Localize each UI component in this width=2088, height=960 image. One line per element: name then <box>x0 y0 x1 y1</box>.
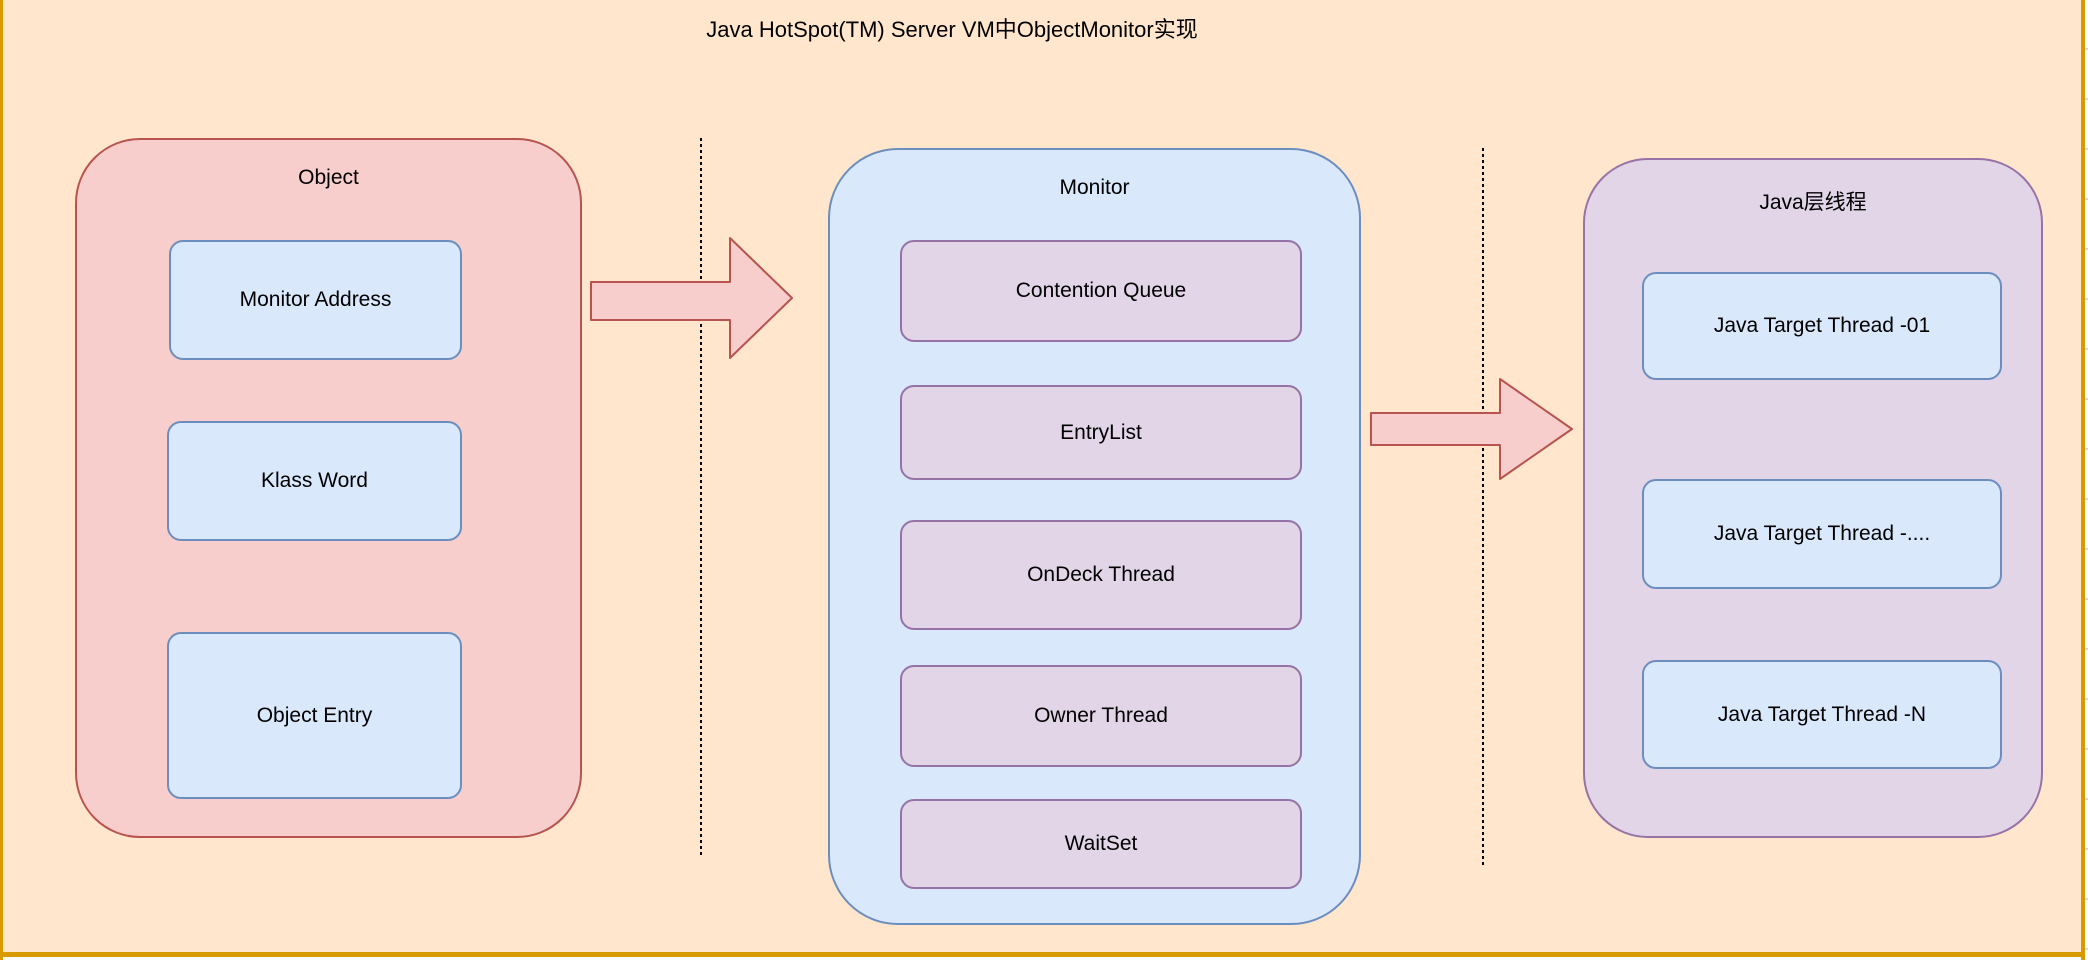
page-border-right <box>2081 0 2085 960</box>
node-java-target-thread-n[interactable]: Java Target Thread -N <box>1642 660 2002 769</box>
arrow-object-to-monitor-icon[interactable] <box>590 237 793 359</box>
canvas-gutter-bottom <box>0 957 2088 960</box>
node-java-target-thread-n-label: Java Target Thread -N <box>1717 702 1927 726</box>
group-java-layer-threads[interactable]: Java层线程 Java Target Thread -01 Java Targ… <box>1583 158 2043 838</box>
group-object[interactable]: Object Monitor Address Klass Word Object… <box>75 138 582 838</box>
group-monitor-label: Monitor <box>1059 176 1130 199</box>
node-klass-word-label: Klass Word <box>261 469 368 492</box>
node-entrylist[interactable]: EntryList <box>900 385 1302 480</box>
node-monitor-address[interactable]: Monitor Address <box>169 240 462 360</box>
node-ondeck-thread[interactable]: OnDeck Thread <box>900 520 1302 630</box>
group-object-label: Object <box>298 166 359 189</box>
node-contention-queue[interactable]: Contention Queue <box>900 240 1302 342</box>
node-object-entry-label: Object Entry <box>256 703 373 727</box>
group-monitor[interactable]: Monitor Contention Queue EntryList OnDec… <box>828 148 1361 925</box>
dotted-divider-left <box>700 138 702 857</box>
node-ondeck-thread-label: OnDeck Thread <box>1027 563 1175 586</box>
node-klass-word[interactable]: Klass Word <box>167 421 462 541</box>
diagram-title: Java HotSpot(TM) Server VM中ObjectMonitor… <box>706 17 1198 42</box>
node-owner-thread[interactable]: Owner Thread <box>900 665 1302 767</box>
node-java-target-thread-01[interactable]: Java Target Thread -01 <box>1642 272 2002 380</box>
group-java-layer-threads-label: Java层线程 <box>1759 191 1867 214</box>
node-java-target-thread-dots[interactable]: Java Target Thread -.... <box>1642 479 2002 589</box>
node-contention-queue-label: Contention Queue <box>1015 279 1187 302</box>
node-waitset-label: WaitSet <box>1064 832 1138 855</box>
node-entrylist-label: EntryList <box>1060 420 1142 444</box>
node-java-target-thread-dots-label: Java Target Thread -.... <box>1713 522 1931 545</box>
node-monitor-address-label: Monitor Address <box>239 288 392 311</box>
page-border-bottom <box>0 952 2085 957</box>
canvas-gutter-right <box>2085 0 2088 960</box>
node-owner-thread-label: Owner Thread <box>1034 704 1168 727</box>
page-border-left <box>0 0 3 960</box>
arrow-monitor-to-java-threads-icon[interactable] <box>1370 378 1573 481</box>
node-object-entry[interactable]: Object Entry <box>167 632 462 799</box>
dotted-divider-right <box>1482 148 1484 868</box>
node-waitset[interactable]: WaitSet <box>900 799 1302 889</box>
node-java-target-thread-01-label: Java Target Thread -01 <box>1713 314 1931 337</box>
